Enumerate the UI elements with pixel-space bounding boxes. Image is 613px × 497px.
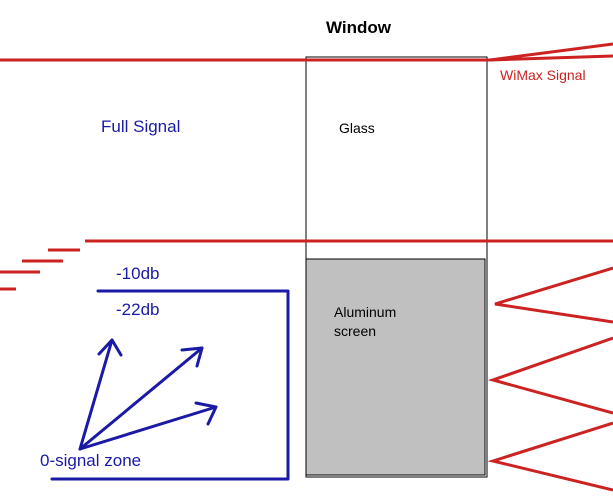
zero-signal-bracket: [50, 289, 290, 481]
arrow-1-head: [97, 338, 123, 357]
reflection-wedge-1: [494, 266, 613, 324]
aluminum-screen-box: [305, 258, 486, 476]
reflection-wedge-2: [487, 336, 613, 415]
top-signal-spread-upper: [489, 42, 613, 62]
arrow-3-shaft: [78, 405, 218, 451]
zero-signal-zone-label: 0-signal zone: [40, 451, 142, 470]
arrow-2-shaft: [78, 346, 204, 451]
aluminum-label: Aluminum: [334, 304, 397, 320]
screen-label: screen: [334, 323, 377, 339]
arrow-2-head: [180, 346, 204, 368]
zero-signal-annotation: [50, 289, 290, 481]
top-signal-spread-lower: [489, 54, 613, 62]
wimax-signal-label: WiMax Signal: [500, 67, 586, 83]
arrow-3-head: [194, 401, 218, 426]
full-signal-label: Full Signal: [101, 117, 181, 136]
minus-22db-label: -22db: [116, 300, 160, 319]
minus-10db-label: -10db: [116, 264, 160, 283]
window-title: Window: [326, 18, 391, 37]
arrow-1-shaft: [78, 338, 114, 451]
wimax-signal-lines: [0, 42, 613, 492]
glass-label: Glass: [339, 120, 375, 136]
reflection-wedge-3: [487, 421, 613, 492]
